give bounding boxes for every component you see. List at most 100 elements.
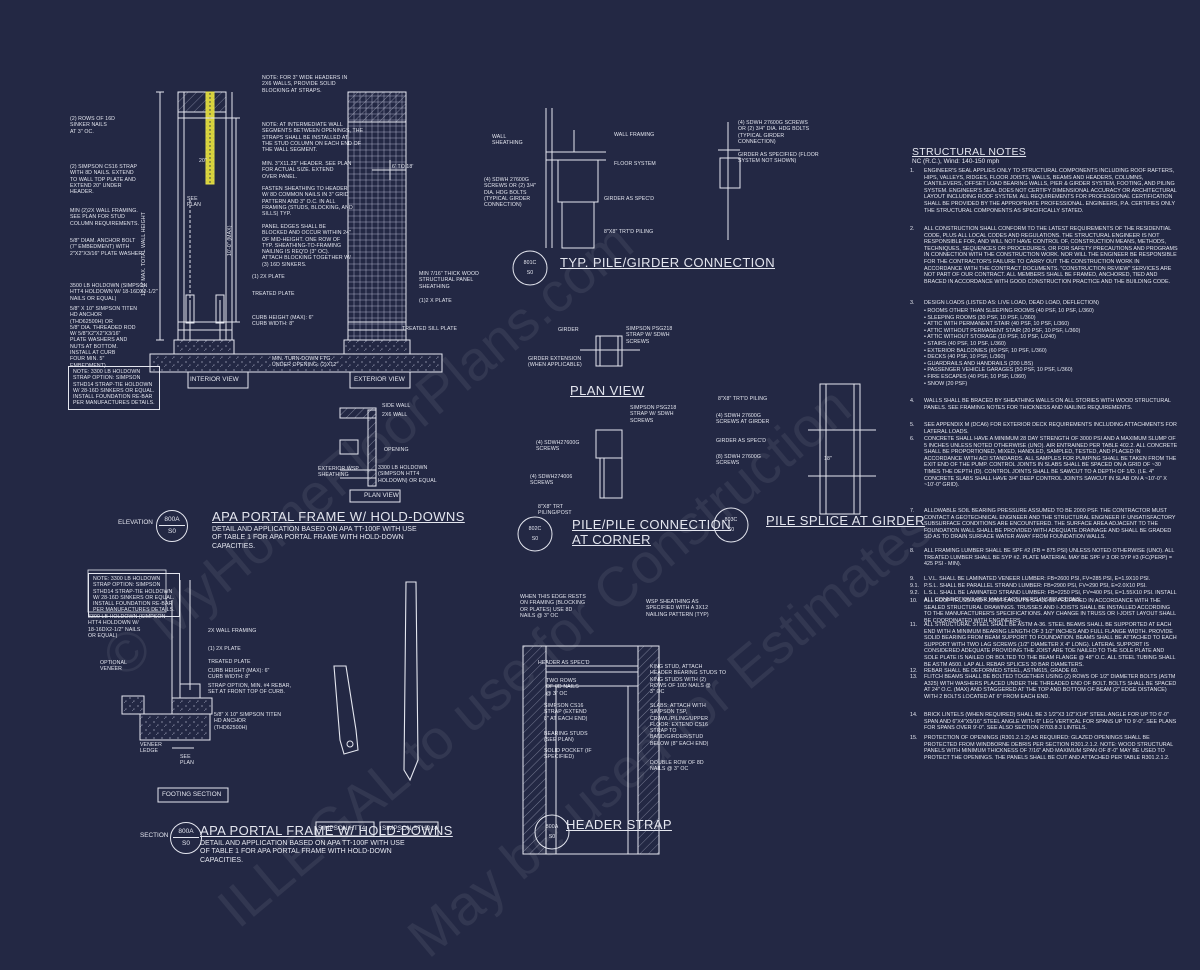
label-bearing-studs: BEARING STUDS (SEE PLAN) [544, 731, 588, 744]
label-anchor-bolt: 5/8" DIAM. ANCHOR BOLT (7" EMBEDMENT) WI… [70, 238, 144, 257]
label-strap: (2) SIMPSON CS16 STRAP WITH 8d NAILS. EX… [70, 164, 138, 196]
note-number: 5. [910, 422, 915, 428]
label-king-stud: KING STUD, ATTACH HEADER BEARING STUDS T… [650, 664, 727, 696]
label-holdown: 3500 LB HOLDOWN (SIMPSON HTT4 HOLDOWN W/… [70, 283, 158, 302]
note-number: 10. [910, 598, 918, 604]
structural-note: 8.ALL FRAMING LUMBER SHALL BE SPF #2 (Fb… [910, 548, 1178, 568]
label-curb: CURB HEIGHT (MAX): 6" CURB WIDTH: 8" [252, 315, 314, 328]
label-header-min: MIN. 3"x11.25" HEADER. SEE PLAN FOR ACTU… [262, 161, 352, 180]
structural-note: 14.BRICK LINTELS (WHEN REQUIRED) SHALL B… [910, 712, 1178, 732]
note-number: 15. [910, 735, 918, 741]
portal-plan-drawing [339, 407, 401, 503]
label-note-headers: NOTE: FOR 3" WIDE HEADERS IN 2x6 WALLS, … [262, 75, 348, 94]
detail-tag-sheet: S0 [182, 840, 190, 847]
title-pile-corner-1: PILE/PILE CONNECTION [572, 517, 731, 532]
note-text: BRICK LINTELS (WHEN REQUIRED) SHALL BE 3… [924, 712, 1177, 732]
note-text: REBAR SHALL BE DEFORMED STEEL, ASTM615, … [924, 668, 1079, 674]
structural-note: 11.ALL STRUCTURAL STEEL SHALL BE ASTM A-… [910, 622, 1178, 668]
label-section-curb: CURB HEIGHT (MAX): 6" CURB WIDTH: 8" [208, 668, 270, 681]
tag-header-strap-sheet: S0 [548, 834, 556, 840]
note-number: 13. [910, 674, 918, 680]
note-text: ALL ROOF TRUSS AND I-JOIST LAYOUTS SHALL… [924, 598, 1176, 624]
structural-note: 5.SEE APPENDIX M (DCA6) FOR EXTERIOR DEC… [910, 422, 1178, 435]
label-top-plate: (1) 2x PLATE [252, 274, 285, 280]
pile-girder-drawing [512, 108, 741, 286]
title-apa-section: APA PORTAL FRAME W/ HOLD-DOWNS [200, 823, 453, 838]
structural-note: 7.ALLOWABLE SOIL BEARING PRESSURE ASSUME… [910, 508, 1178, 541]
label-dim-6to18: 6' TO 18' [392, 164, 414, 170]
label-wall-sheathing: WALL SHEATHING [492, 134, 523, 147]
notes-subheading: NC (R.C.), Wind: 140-150 mph [912, 158, 1000, 165]
note-number: 2. [910, 226, 915, 232]
label-corner-sdwh2: (4) SDWH274006 SCREWS [530, 474, 573, 487]
pile-splice-drawing [713, 383, 876, 543]
tag-corner-sheet: S0 [531, 536, 539, 542]
label-ext-sheathing: EXTERIOR WSP SHEATHING [318, 466, 359, 479]
label-exterior-view: EXTERIOR VIEW [354, 376, 405, 383]
label-plate2: (1)2 x PLATE [419, 298, 452, 304]
label-header-simpson: SIMPSON CS16 STRAP (EXTEND 8" AT EACH EN… [544, 703, 588, 722]
label-splice-piling: 8"x8" TRT'D PILING [718, 396, 768, 402]
tag-pile-girder-number: 801C [523, 260, 537, 266]
label-sinker: (2) ROWS OF 16d SINKER NAILS AT 3" OC. [70, 116, 116, 135]
label-strap-option: STRAP OPTION, MIN. #4 REBAR, SET AT FRON… [208, 683, 292, 696]
label-panel-edges: PANEL EDGES SHALL BE BLOCKED AND OCCUR W… [262, 224, 352, 268]
note-text: ALL FRAMING LUMBER SHALL BE SPF #2 (Fb =… [924, 548, 1175, 568]
note-text: PROTECTION OF OPENINGS (R301.2.1.2) AS R… [924, 735, 1173, 761]
label-plan-girder: GIRDER [558, 327, 579, 333]
tag-corner-number: 802C [528, 526, 542, 532]
note-number: 6. [910, 436, 915, 442]
label-see-plan: SEE PLAN [187, 196, 201, 209]
title-plan-view: PLAN VIEW [570, 383, 645, 398]
label-section-titen: 5/8" x 10" SIMPSON TITEN HD ANCHOR (THD6… [214, 712, 282, 731]
label-two-rows: TWO ROWS OF 8d NAILS @ 3" OC [546, 678, 579, 697]
note-number: 3. [910, 300, 915, 306]
note-number: 12. [910, 668, 918, 674]
tag-splice-sheet: S0 [727, 527, 735, 533]
detail-tag-number: 800A [178, 828, 194, 835]
label-floor-system: FLOOR SYSTEM [614, 161, 656, 167]
label-girder-spec: GIRDER AS SPEC'D [604, 196, 655, 202]
label-solid-pocket: SOLID POCKET (IF SPECIFIED) [544, 748, 592, 761]
label-footing-section: FOOTING SECTION [162, 791, 222, 798]
note-number: 4. [910, 398, 915, 404]
label-splice-dim: 18" [824, 456, 832, 462]
label-girder-right: GIRDER AS SPECIFIED (FLOOR SYSTEM NOT SH… [738, 152, 819, 165]
structural-note: 6.CONCRETE SHALL HAVE A MINIMUM 28 DAY S… [910, 436, 1178, 489]
label-section-see-plan: SEE PLAN [180, 754, 194, 767]
label-splice-girder: GIRDER AS SPEC'D [716, 438, 767, 444]
label-dim-20: 20" [199, 158, 207, 164]
tag-label-elevation: ELEVATION [118, 519, 153, 526]
label-header: HEADER AS SPEC'D [538, 660, 590, 666]
label-section-framing: 2X WALL FRAMING [208, 628, 257, 634]
tag-label-section: SECTION [140, 832, 169, 839]
note-number: 9.2. [910, 590, 919, 596]
detail-tag-elevation: 800A S0 [156, 510, 188, 542]
apa-section-drawing [87, 569, 439, 837]
note-text: L.S.L. SHALL BE LAMINATED STRAND LUMBER:… [924, 590, 1177, 603]
note-text: P.S.L. SHALL BE PARALLEL STRAND LUMBER: … [924, 583, 1147, 589]
label-framing: MIN (2)2X WALL FRAMING. SEE PLAN FOR STU… [70, 208, 140, 227]
note-number: 9.1. [910, 583, 919, 589]
interior-view-drawing [149, 91, 443, 389]
label-wsp: WSP SHEATHING AS SPECIFIED WITH A 3X12 N… [646, 599, 709, 618]
label-splice-sdwh-8: (8) SDWH 27600G SCREWS [716, 454, 762, 467]
label-opening: OPENING [384, 447, 409, 453]
label-fasten: FASTEN SHEATHING TO HEADER W/ 8d COMMON … [262, 186, 353, 218]
label-turn-down: MIN. TURN-DOWN FTG. UNDER OPENING: (2)x1… [272, 356, 339, 369]
label-corner-pile: 8"x8" TRT PILING/POST [538, 504, 572, 517]
detail-tag-section: 800A S0 [170, 822, 202, 854]
note-text: • ROOMS OTHER THAN SLEEPING ROOMS (40 PS… [924, 308, 1094, 387]
detail-tag-sheet: S0 [168, 528, 176, 535]
label-2x6-wall: 2x6 WALL [382, 412, 408, 418]
tag-pile-girder-sheet: S0 [526, 270, 534, 276]
structural-note: 1.ENGINEER'S SEAL APPLIES ONLY TO STRUCT… [910, 168, 1178, 214]
label-splice-sdwh-girder: (4) SDWH 27600G SCREWS AT GIRDER [716, 413, 770, 426]
label-edge-rests: WHEN THIS EDGE RESTS ON FRAMING (BLOCKIN… [520, 594, 586, 619]
label-corner-simpson: SIMPSON PSG218 STRAP W/ SDWH SCREWS [630, 405, 677, 424]
structural-note: 15. PROTECTION OF OPENINGS (R301.2.1.2) A… [910, 735, 1178, 761]
structural-note: 3.DESIGN LOADS (LISTED AS: LIVE LOAD, DE… [910, 300, 1178, 307]
structural-note: 13.FLITCH BEAMS SHALL BE BOLTED TOGETHER… [910, 674, 1178, 700]
note-number: 11. [910, 622, 918, 628]
label-section-holdown: 3300 LB HOLDOWN (SIMPSON HTT4 HOLDOWN W/… [88, 614, 166, 639]
